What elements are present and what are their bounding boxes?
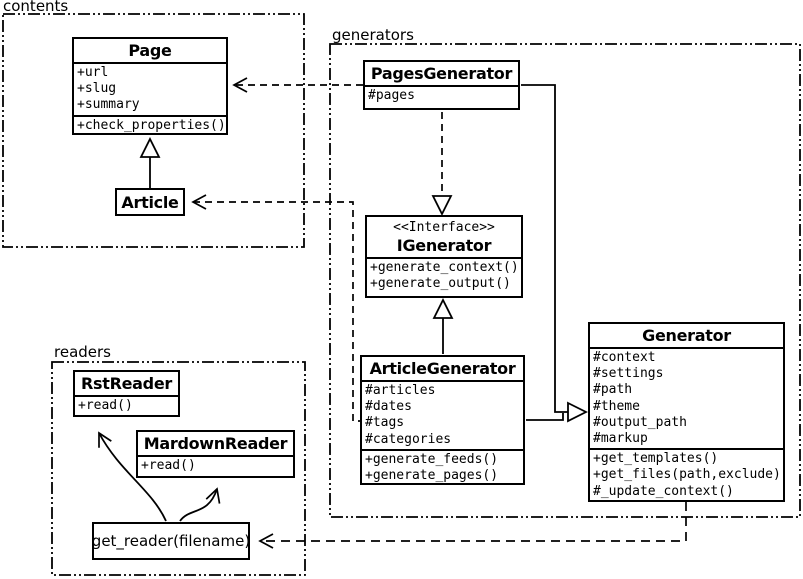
method-row: +check_properties() [77,117,226,133]
attribute-row: #pages [368,88,415,103]
class-page-methods: +check_properties() [74,114,226,133]
attribute-row: #tags [365,415,405,431]
package-contents-label: contents [3,0,69,15]
class-pagesgenerator: PagesGenerator #pages [363,60,520,110]
class-generator: Generator #context #settings #path #them… [588,322,785,502]
arrow-getreader-to-rstreader [98,431,167,522]
class-article-title: Article [121,192,179,212]
package-readers-frame [51,361,306,576]
function-get-reader: get_reader(filename) [92,522,250,560]
attribute-row: #articles [365,383,436,398]
class-articlegenerator: ArticleGenerator #articles #dates #tags … [360,355,525,485]
class-articlegenerator-attributes: #articles #dates #tags #categories [362,380,523,449]
attribute-row: #path [593,382,633,398]
class-page-attributes: +url +slug +summary [74,62,226,115]
class-page-title: Page [128,41,172,60]
method-row: +generate_feeds() [365,451,499,467]
package-generators-label: generators [332,26,414,44]
attribute-row: #theme [593,398,640,414]
class-rstreader: RstReader +read() [73,370,180,417]
method-row: +read() [78,398,133,413]
method-row: #_update_context() [593,483,734,499]
arrow-getreader-to-mardownreader [179,487,221,522]
method-row: +generate_pages() [365,468,499,484]
method-row: +get_files(path,exclude) [593,467,781,483]
package-readers-label: readers [54,343,111,361]
class-generator-title: Generator [642,326,731,345]
attribute-row: #dates [365,399,412,415]
class-mardownreader-methods: +read() [138,455,293,476]
attribute-row: #context [593,350,656,365]
attribute-row: #output_path [593,414,687,430]
method-row: +generate_output() [370,276,511,292]
dependency-articlegenerator-to-article [191,194,365,422]
package-generators-frame [329,43,801,518]
attribute-row: +slug [77,81,117,97]
class-pagesgenerator-attributes: #pages [365,85,518,108]
class-generator-methods: +get_templates() +get_files(path,exclude… [590,448,783,500]
package-contents-frame [2,13,305,248]
attribute-row: #categories [365,431,452,447]
class-igenerator-methods: +generate_context() +generate_output() [367,257,521,296]
attribute-row: #markup [593,431,648,447]
class-mardownreader: MardownReader +read() [136,430,295,478]
dependency-generator-to-getreader [258,502,687,549]
method-row: +get_templates() [593,451,719,467]
method-row: +generate_context() [370,260,519,275]
method-row: +read() [141,458,196,473]
attribute-row: +url [77,65,109,80]
function-get-reader-label: get_reader(filename) [91,532,251,550]
class-articlegenerator-methods: +generate_feeds() +generate_pages() [362,448,523,484]
class-rstreader-title: RstReader [81,374,172,393]
class-igenerator-stereotype: <<Interface>> [393,220,495,235]
attribute-row: #settings [593,366,664,382]
class-igenerator-title: IGenerator [396,236,492,255]
class-pagesgenerator-title: PagesGenerator [370,64,513,83]
class-articlegenerator-title: ArticleGenerator [369,359,516,378]
generalization-pagesgenerator-to-generator [521,84,586,412]
class-article: Article [115,188,185,216]
attribute-row: +summary [77,97,140,113]
class-page: Page +url +slug +summary +check_properti… [72,37,228,135]
class-rstreader-methods: +read() [75,395,178,415]
class-igenerator: <<Interface>> IGenerator +generate_conte… [365,215,523,298]
generalization-articlegenerator-to-generator [526,413,564,421]
class-mardownreader-title: MardownReader [143,434,288,453]
class-generator-attributes: #context #settings #path #theme #output_… [590,347,783,448]
